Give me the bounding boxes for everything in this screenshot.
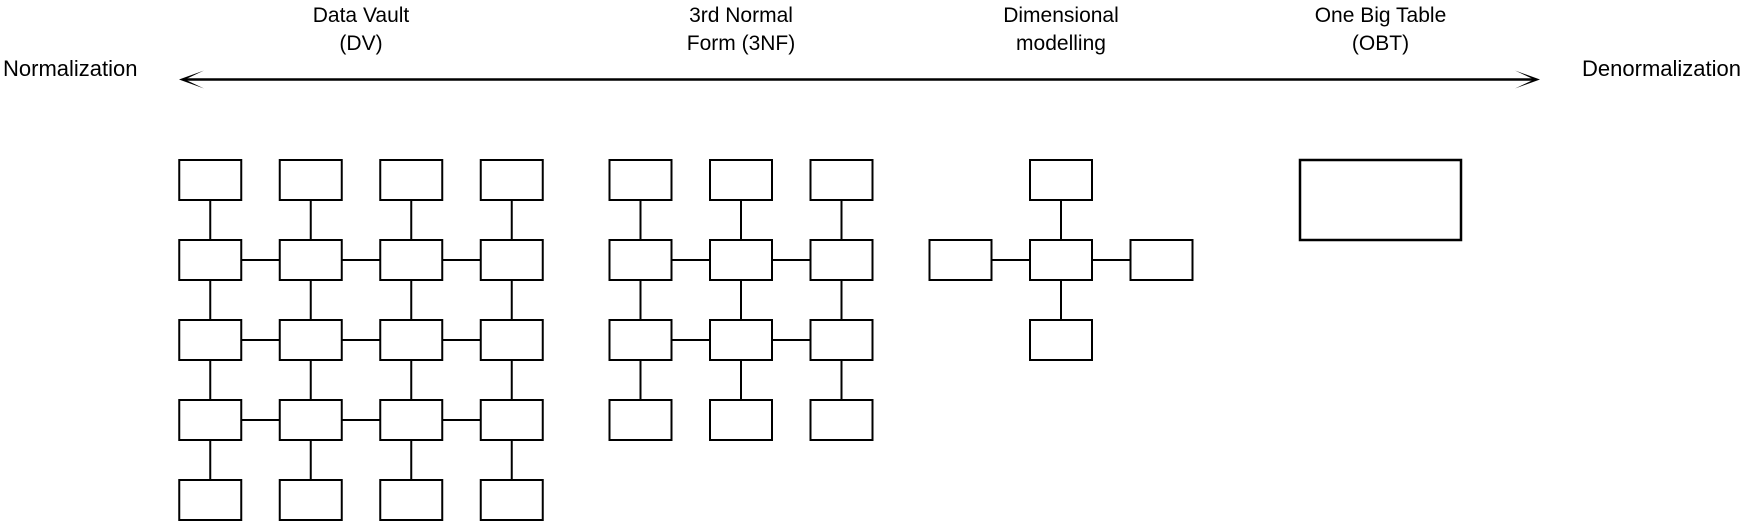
third-normal-form-label-line2: Form (3NF) [686, 32, 796, 55]
table-box [1129, 239, 1194, 281]
table-box [608, 239, 673, 281]
table-box [178, 479, 243, 521]
arrowhead-right-icon [1515, 70, 1540, 89]
schema-diagrams [178, 158, 1463, 521]
table-box [278, 159, 343, 201]
table-box [809, 319, 874, 361]
table-box [278, 479, 343, 521]
table-box [379, 319, 444, 361]
table-box [608, 399, 673, 441]
table-box [809, 239, 874, 281]
third-normal-form-label: 3rd Normal Form (3NF) [687, 2, 796, 58]
table-box [479, 399, 544, 441]
table-box [178, 239, 243, 281]
table-box [479, 159, 544, 201]
table-box [178, 319, 243, 361]
table-box [178, 159, 243, 201]
one-big-table-label-line1: One Big Table [1314, 4, 1447, 27]
table-box [278, 239, 343, 281]
table-box [1029, 239, 1093, 281]
table-box [809, 159, 874, 201]
table-box [608, 319, 673, 361]
dimensional-modelling-label: Dimensional modelling [1003, 2, 1119, 58]
table-box [379, 399, 444, 441]
one-big-table-label-line2: (OBT) [1351, 32, 1410, 55]
table-box [178, 399, 243, 441]
table-box [1298, 158, 1463, 242]
data-vault-label-line2: (DV) [339, 32, 383, 55]
one-big-table-diagram [1298, 158, 1463, 242]
normalization-label: Normalization [3, 56, 138, 81]
table-box [1029, 319, 1093, 361]
data-vault-label: Data Vault (DV) [313, 2, 410, 58]
table-box [608, 159, 673, 201]
dimensional-modelling-label-line2: modelling [1016, 32, 1106, 55]
table-box [1029, 159, 1093, 201]
table-box [709, 239, 773, 281]
table-box [379, 159, 444, 201]
normalization-axis-arrow [179, 70, 1540, 89]
arrowhead-left-icon [179, 70, 204, 89]
table-box [278, 319, 343, 361]
table-box [709, 319, 773, 361]
table-box [709, 159, 773, 201]
table-box [479, 479, 544, 521]
table-box [278, 399, 343, 441]
table-box [479, 239, 544, 281]
denormalization-label: Denormalization [1582, 56, 1741, 81]
data-vault-label-line1: Data Vault [312, 4, 410, 27]
dimensional-modelling-diagram [928, 159, 1194, 361]
third-normal-form-diagram [608, 159, 874, 441]
table-box [379, 239, 444, 281]
table-box [809, 399, 874, 441]
dimensional-modelling-label-line1: Dimensional [1003, 4, 1119, 27]
table-box [928, 239, 993, 281]
table-box [379, 479, 444, 521]
data-vault-diagram [178, 159, 544, 521]
third-normal-form-label-line1: 3rd Normal [689, 4, 793, 27]
one-big-table-label: One Big Table (OBT) [1315, 2, 1447, 58]
table-box [479, 319, 544, 361]
table-box [709, 399, 773, 441]
